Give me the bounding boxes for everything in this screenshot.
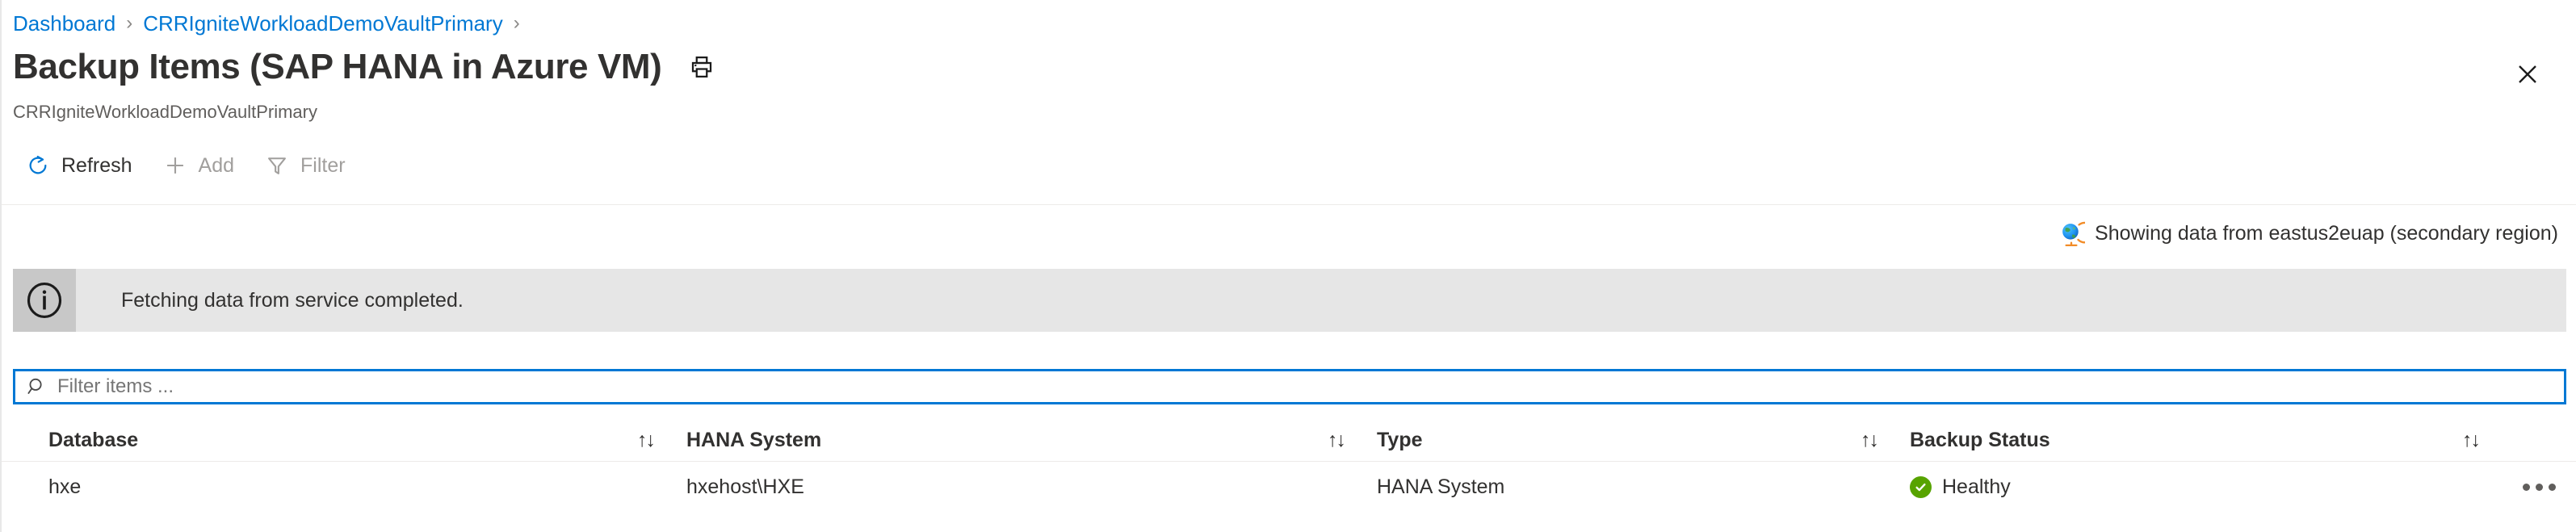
page-title: Backup Items (SAP HANA in Azure VM) — [13, 47, 662, 86]
column-header-type-label: Type — [1377, 429, 1423, 451]
filter-button[interactable]: Filter — [252, 144, 359, 187]
column-header-database[interactable]: Database ↑↓ — [37, 429, 675, 452]
breadcrumb-item-dashboard[interactable]: Dashboard — [13, 10, 116, 36]
breadcrumb-separator-icon-2: › — [513, 12, 520, 34]
add-button[interactable]: Add — [150, 144, 247, 187]
cell-backup-status: Healthy — [1898, 475, 2500, 499]
healthy-check-icon — [1910, 475, 1932, 498]
backup-items-table: Database ↑↓ HANA System ↑↓ Type ↑↓ Backu… — [2, 420, 2576, 512]
ellipsis-icon[interactable] — [2513, 471, 2565, 503]
refresh-button[interactable]: Refresh — [13, 144, 145, 187]
page-subtitle: CRRIgniteWorkloadDemoVaultPrimary — [13, 102, 317, 122]
sort-icon-backup-status[interactable]: ↑↓ — [2462, 429, 2481, 451]
sort-icon-database[interactable]: ↑↓ — [637, 429, 656, 451]
cell-type: HANA System — [1366, 475, 1898, 499]
search-icon — [27, 376, 48, 397]
cell-database-value: hxe — [48, 475, 82, 498]
column-header-backup-status[interactable]: Backup Status ↑↓ — [1898, 429, 2500, 452]
title-row: Backup Items (SAP HANA in Azure VM) — [13, 48, 720, 86]
refresh-icon — [26, 153, 50, 178]
column-header-hana-system[interactable]: HANA System ↑↓ — [675, 429, 1366, 452]
column-header-hana-system-label: HANA System — [686, 429, 822, 451]
breadcrumb-separator-icon: › — [126, 12, 133, 34]
search-input-placeholder: Filter items ... — [57, 375, 174, 397]
plus-icon — [163, 153, 187, 178]
info-banner-message: Fetching data from service completed. — [121, 288, 464, 312]
close-icon[interactable] — [2508, 55, 2547, 94]
secondary-region-text: Showing data from eastus2euap (secondary… — [2095, 221, 2558, 245]
command-bar: Refresh Add Filter — [13, 144, 363, 187]
cell-type-value: HANA System — [1377, 475, 1505, 498]
cell-backup-status-value: Healthy — [1942, 475, 2011, 498]
cell-hana-system-value: hxehost\HXE — [686, 475, 804, 498]
search-input[interactable]: Filter items ... — [13, 369, 2566, 404]
info-banner: Fetching data from service completed. — [13, 269, 2566, 332]
sort-icon-type[interactable]: ↑↓ — [1861, 429, 1879, 451]
column-header-database-label: Database — [48, 429, 139, 451]
cell-actions — [2500, 471, 2576, 503]
column-header-backup-status-label: Backup Status — [1910, 429, 2050, 451]
breadcrumb-item-vault[interactable]: CRRIgniteWorkloadDemoVaultPrimary — [143, 10, 503, 36]
info-icon — [13, 269, 76, 332]
command-bar-divider — [2, 204, 2576, 205]
breadcrumb: Dashboard › CRRIgniteWorkloadDemoVaultPr… — [13, 10, 531, 37]
print-icon[interactable] — [684, 49, 720, 85]
filter-button-label: Filter — [300, 153, 346, 177]
funnel-icon — [265, 153, 289, 178]
table-row[interactable]: hxe hxehost\HXE HANA System Healthy — [2, 462, 2576, 512]
column-header-type[interactable]: Type ↑↓ — [1366, 429, 1898, 452]
cell-database: hxe — [37, 475, 675, 499]
status-badge: Healthy — [1910, 475, 2011, 499]
add-button-label: Add — [198, 153, 235, 177]
cell-hana-system: hxehost\HXE — [675, 475, 1366, 499]
secondary-region-notice: Showing data from eastus2euap (secondary… — [2058, 220, 2558, 247]
refresh-button-label: Refresh — [61, 153, 132, 177]
globe-icon — [2058, 220, 2096, 247]
table-header-row: Database ↑↓ HANA System ↑↓ Type ↑↓ Backu… — [2, 420, 2576, 462]
sort-icon-hana-system[interactable]: ↑↓ — [1328, 429, 1346, 451]
